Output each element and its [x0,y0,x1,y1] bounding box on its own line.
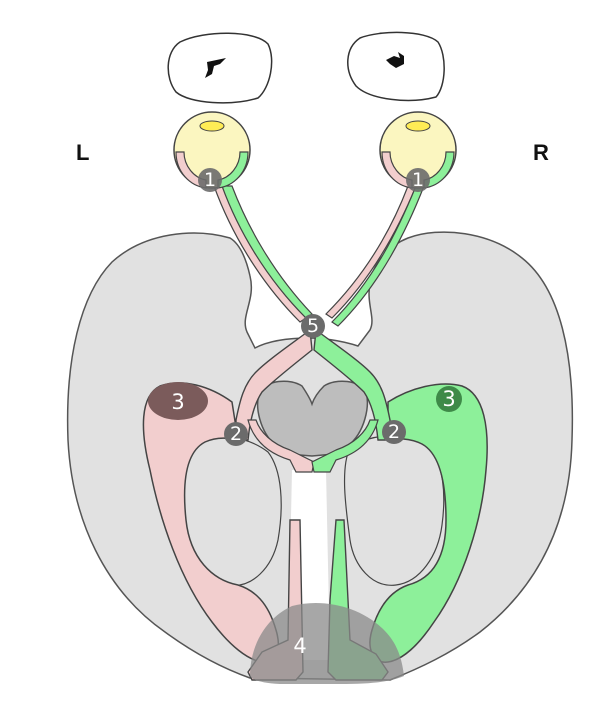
marker-radiation-right: 3 [436,386,462,412]
svg-text:1: 1 [412,169,424,191]
marker-eye-left: 1 [198,168,222,192]
visual-fields [167,31,445,104]
svg-text:2: 2 [388,421,400,443]
marker-eye-right: 1 [406,168,430,192]
left-side-label: L [76,140,89,165]
marker-lgn-right: 2 [382,420,406,444]
marker-chiasm: 5 [301,314,325,338]
right-eye [379,111,457,189]
marker-occipital-cortex: 4 [293,634,306,658]
marker-radiation-left: 3 [171,390,184,414]
left-field-object-icon [205,58,226,78]
right-tract-lower [311,419,379,473]
right-optic-tract [313,328,391,441]
left-lens [199,120,225,132]
occipital-cortex-shade [250,603,404,684]
svg-text:2: 2 [230,423,242,445]
svg-text:4: 4 [293,634,306,658]
right-side-label: R [533,140,549,165]
right-field-object-icon [386,52,404,68]
svg-text:1: 1 [204,169,216,191]
left-optic-nerve-green [221,185,313,319]
svg-text:5: 5 [307,315,319,337]
marker-lgn-left: 2 [224,422,248,446]
left-radiation-lesion [148,382,208,420]
right-optic-nerve-green [331,185,425,327]
left-visual-field-blob [167,32,273,104]
svg-text:3: 3 [442,387,455,411]
svg-text:3: 3 [171,390,184,414]
right-lens [405,120,431,132]
right-inner-space [343,435,445,586]
